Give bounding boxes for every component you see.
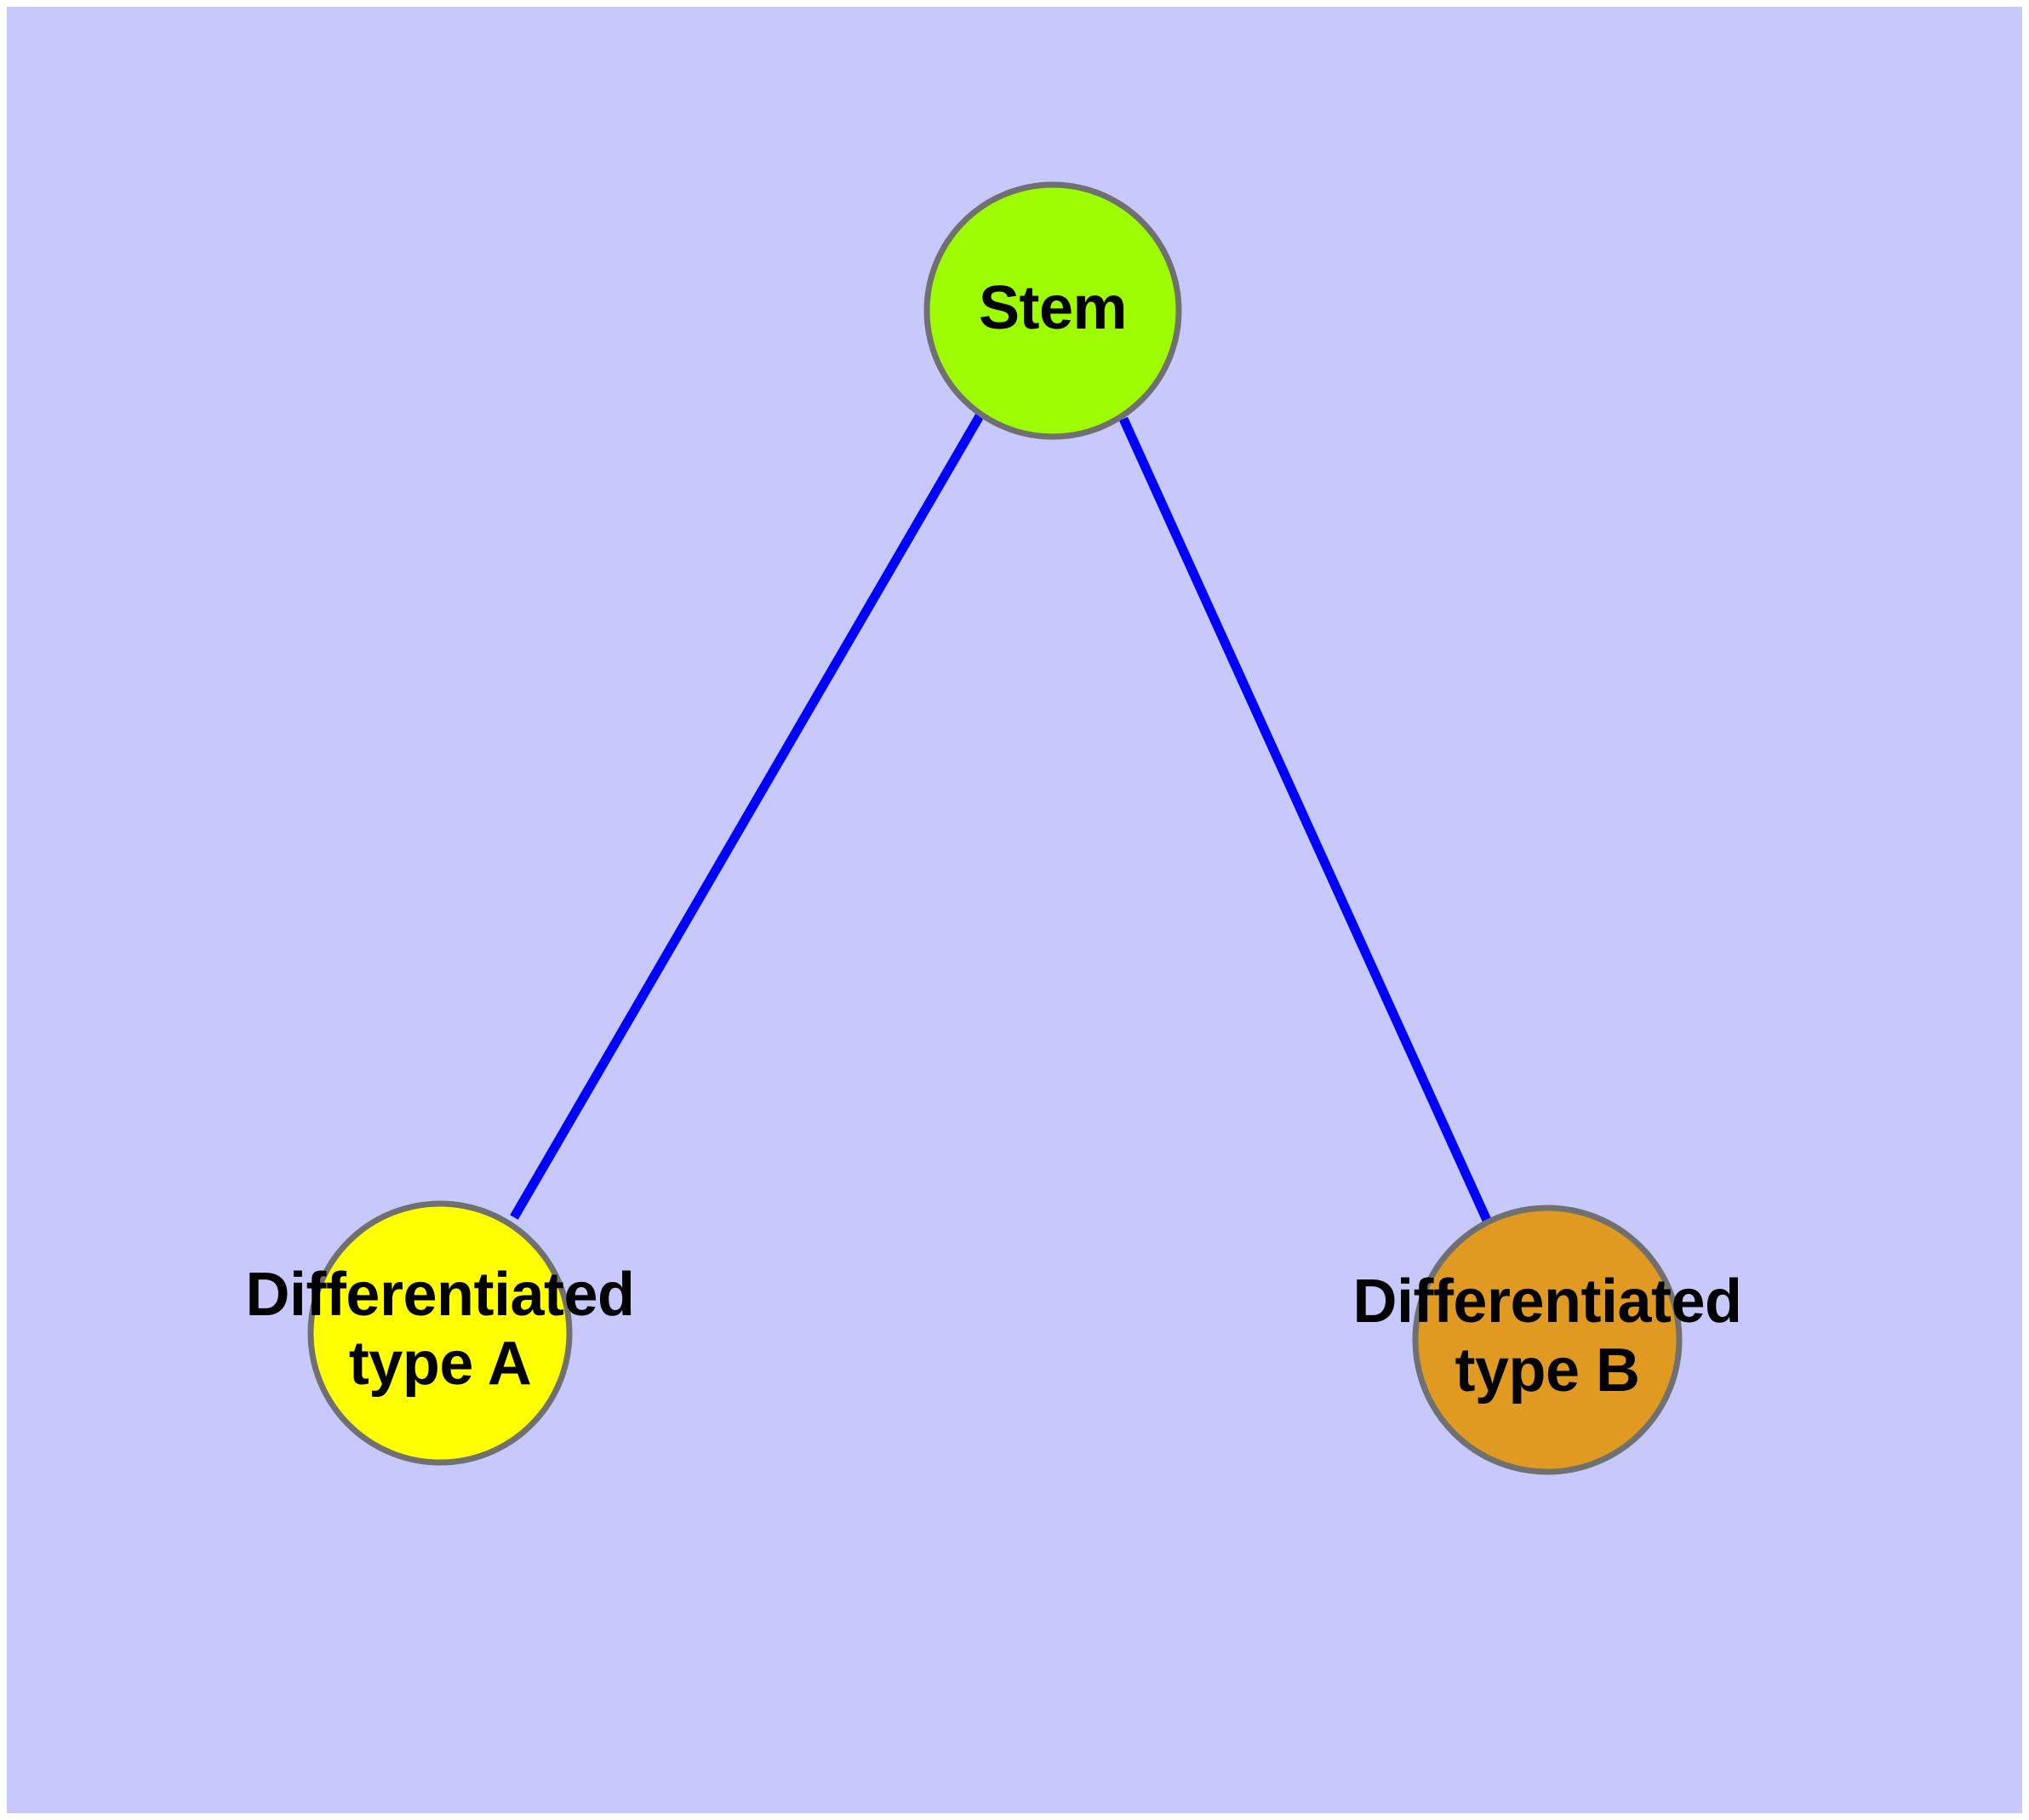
edge-stem-to-diff-b[interactable] — [1118, 416, 1495, 1228]
node-differentiated-type-b[interactable] — [1412, 1205, 1683, 1475]
node-stem[interactable] — [923, 181, 1182, 440]
edge-stem-to-diff-a[interactable] — [510, 412, 985, 1220]
node-layer — [307, 181, 1683, 1475]
edge-layer — [510, 412, 1495, 1228]
node-differentiated-type-a[interactable] — [307, 1200, 573, 1466]
